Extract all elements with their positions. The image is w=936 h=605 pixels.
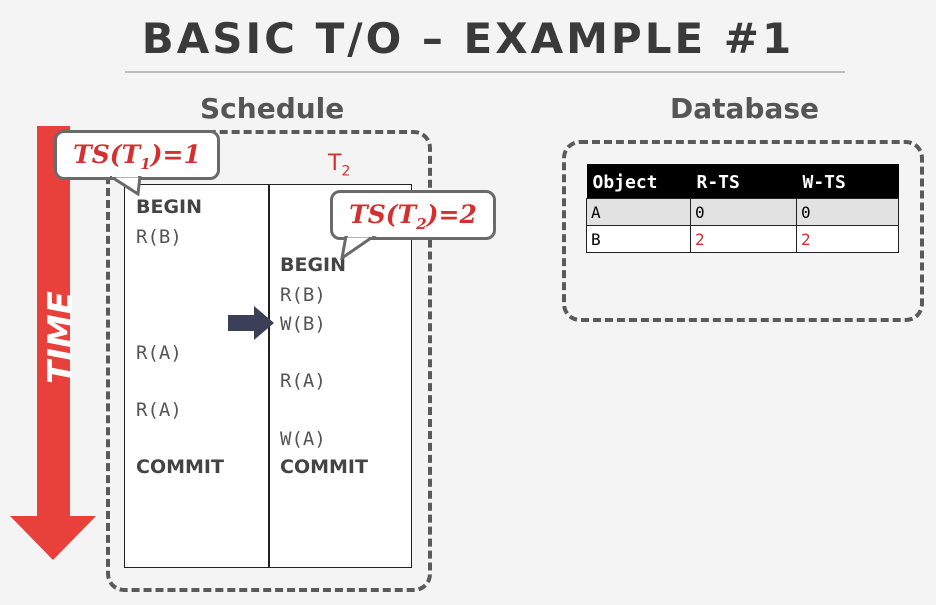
t2-op-write-a: W(A) xyxy=(280,428,326,450)
t2-op-read-b: R(B) xyxy=(280,284,326,306)
callout-t2-post: )=2 xyxy=(426,200,477,229)
db-cell-rts: 2 xyxy=(690,225,797,253)
callout-t1-pre: TS(T xyxy=(73,140,141,169)
current-op-arrow-icon xyxy=(228,306,274,340)
db-header-object: Object xyxy=(586,164,691,199)
t1-op-read-a-2: R(A) xyxy=(136,399,182,421)
callout-ts-t1: TS(T1)=1 xyxy=(54,130,220,180)
table-row: B 2 2 xyxy=(586,225,899,253)
db-cell-object: A xyxy=(586,198,691,226)
t2-header-base: T xyxy=(328,151,342,176)
t1-op-begin: BEGIN xyxy=(136,196,203,218)
db-cell-wts: 2 xyxy=(796,225,899,253)
callout-t1-sub: 1 xyxy=(140,155,151,173)
t2-op-read-a: R(A) xyxy=(280,370,326,392)
callout-t1-post: )=1 xyxy=(150,140,201,169)
database-label: Database xyxy=(670,92,820,125)
t2-op-commit: COMMIT xyxy=(280,456,368,478)
callout-t2-pre: TS(T xyxy=(349,200,417,229)
callout-t2-tail xyxy=(340,236,377,260)
t1-op-commit: COMMIT xyxy=(136,456,224,478)
t2-header-sub: 2 xyxy=(341,163,351,180)
t2-op-begin: BEGIN xyxy=(280,254,347,276)
title-divider xyxy=(125,71,845,73)
table-row: A 0 0 xyxy=(586,198,899,226)
db-cell-rts: 0 xyxy=(690,198,797,226)
db-header-wts: W-TS xyxy=(796,164,899,199)
schedule-column-divider xyxy=(268,184,270,568)
callout-t2-sub: 2 xyxy=(416,215,427,233)
time-arrow-shape xyxy=(10,126,96,560)
schedule-box xyxy=(106,130,432,592)
t2-header: T2 xyxy=(328,151,350,179)
callout-ts-t2: TS(T2)=2 xyxy=(330,190,496,240)
callout-t1-tail xyxy=(110,176,142,196)
db-header-rts: R-TS xyxy=(690,164,797,199)
t2-op-write-b: W(B) xyxy=(280,313,326,335)
t1-op-read-a: R(A) xyxy=(136,342,182,364)
db-cell-object: B xyxy=(586,225,691,253)
database-table: Object R-TS W-TS A 0 0 B 2 2 xyxy=(586,164,899,253)
t1-op-read-b: R(B) xyxy=(136,226,182,248)
time-label: TIME xyxy=(41,291,81,384)
schedule-label: Schedule xyxy=(200,92,345,125)
page-title: BASIC T/O – EXAMPLE #1 xyxy=(141,14,795,63)
db-cell-wts: 0 xyxy=(796,198,899,226)
database-box xyxy=(562,140,924,322)
